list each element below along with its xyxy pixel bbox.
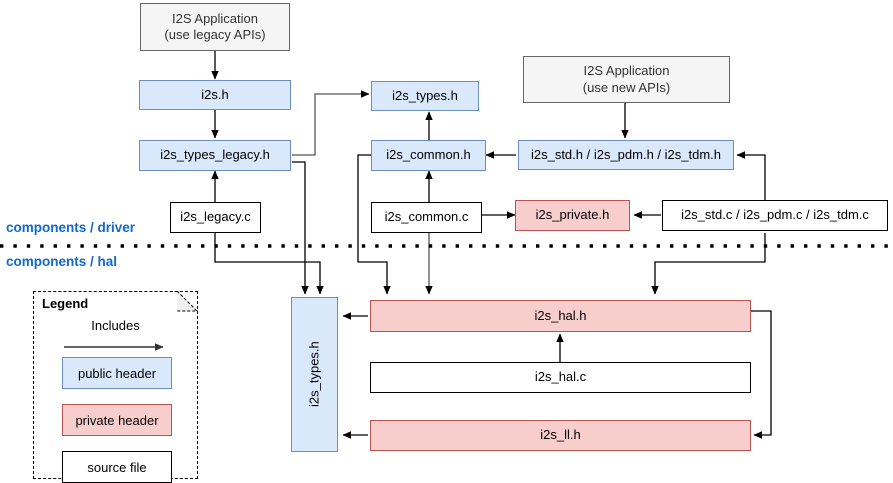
includes-arrow-icon: [64, 343, 164, 351]
node-i2s-legacy-c[interactable]: i2s_legacy.c: [170, 202, 261, 233]
node-app-new[interactable]: I2S Application (use new APIs): [523, 56, 730, 103]
node-label-line2: (use new APIs): [582, 79, 671, 95]
legend-swatch-source-file: source file: [62, 451, 172, 483]
node-i2s-types-h-top[interactable]: i2s_types.h: [371, 81, 479, 111]
legend-title: Legend: [42, 296, 89, 311]
node-i2s-types-legacy-h[interactable]: i2s_types_legacy.h: [139, 140, 291, 171]
legend-panel: Legend Includes public header private he…: [33, 291, 198, 483]
legend-fold-edge-icon: [177, 291, 198, 312]
node-i2s-common-c[interactable]: i2s_common.c: [371, 202, 482, 233]
node-i2s-types-h-hal[interactable]: i2s_types.h: [291, 297, 338, 452]
node-i2s-private-h[interactable]: i2s_private.h: [515, 200, 630, 231]
zone-label-hal: components / hal: [6, 254, 118, 269]
node-i2s-ll-h[interactable]: i2s_ll.h: [370, 420, 751, 451]
node-i2s-common-h[interactable]: i2s_common.h: [371, 140, 486, 171]
zone-label-driver: components / driver: [6, 220, 136, 235]
node-label-line1: I2S Application: [171, 10, 258, 26]
node-i2s-hal-c[interactable]: i2s_hal.c: [370, 362, 751, 393]
node-i2s-std-h[interactable]: i2s_std.h / i2s_pdm.h / i2s_tdm.h: [518, 140, 734, 170]
legend-includes-label: Includes: [91, 318, 140, 333]
node-app-legacy[interactable]: I2S Application (use legacy APIs): [140, 3, 290, 51]
node-label-line1: I2S Application: [583, 63, 670, 79]
node-i2s-h[interactable]: i2s.h: [139, 80, 291, 110]
node-label-line2: (use legacy APIs): [164, 27, 266, 42]
node-i2s-hal-h[interactable]: i2s_hal.h: [370, 300, 751, 332]
legend-swatch-public-header: public header: [62, 357, 172, 389]
node-i2s-std-c[interactable]: i2s_std.c / i2s_pdm.c / i2s_tdm.c: [662, 200, 888, 231]
legend-swatch-private-header: private header: [62, 404, 172, 436]
